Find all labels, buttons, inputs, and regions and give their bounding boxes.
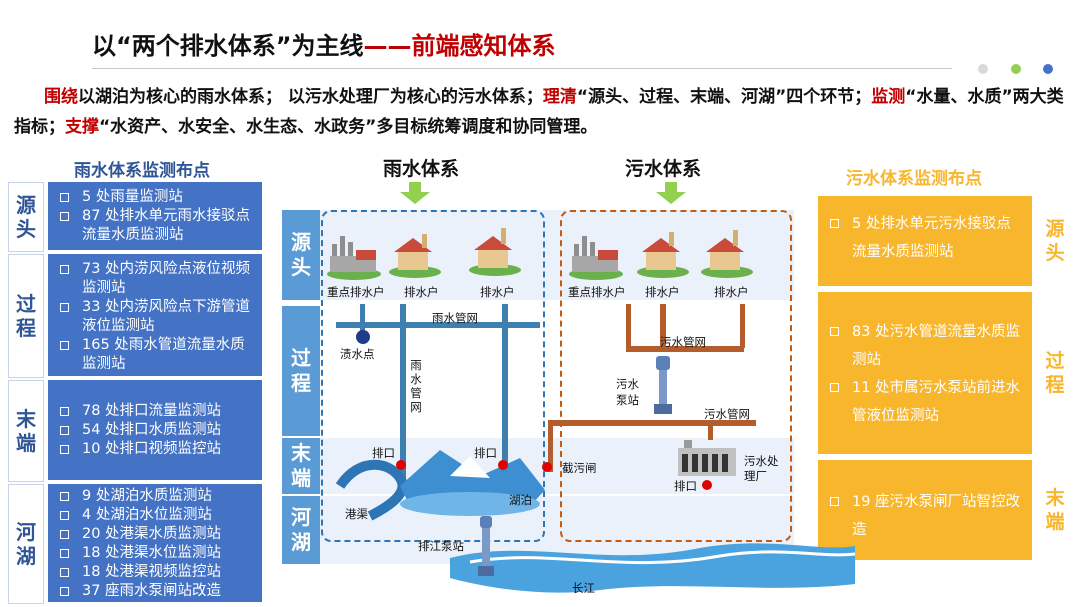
label-sewage-network-2: 污水管网 (704, 407, 750, 421)
sewage-source-box: 5 处排水单元污水接驳点流量水质监测站 (818, 196, 1032, 286)
label-rain-network: 雨水管网 (432, 311, 478, 325)
list-item: 165 处雨水管道流量水质监测站 (58, 336, 256, 374)
decor-dot-gray (978, 64, 988, 74)
label-outlet-plant: 排口 (674, 479, 697, 493)
outlet-point-rain-2 (498, 460, 508, 470)
label-river-pump: 排江泵站 (418, 539, 464, 553)
label-outlet-rain-1: 排口 (372, 446, 395, 460)
list-item: 18 处港渠视频监控站 (58, 563, 256, 582)
river-illustration (450, 543, 856, 593)
list-item: 78 处排口流量监测站 (58, 402, 256, 421)
sewage-monitoring-heading: 污水体系监测布点 (846, 169, 982, 189)
sewage-end-box: 19 座污水泵闸厂站智控改造 (818, 460, 1032, 560)
label-treatment-plant: 污水处理厂 (744, 454, 779, 483)
treatment-plant-icon (678, 440, 736, 476)
label-discharger-rain-1: 排水户 (404, 285, 439, 299)
house-icon (469, 228, 521, 276)
rain-pipe-vertical-2 (502, 304, 508, 494)
list-item: 83 处污水管道流量水质监测站 (828, 318, 1024, 374)
label-discharger-sewage-2: 排水户 (714, 285, 749, 299)
outlet-point-rain-1 (396, 460, 406, 470)
diagram-stage-process: 过程 (282, 306, 320, 436)
right-stage-end: 末端 (1045, 487, 1065, 533)
diagram-stage-river: 河湖 (282, 496, 320, 564)
sewage-pipe-branch-2 (740, 304, 745, 348)
list-item: 10 处排口视频监控站 (58, 440, 256, 459)
house-icon (701, 230, 753, 278)
house-icon (389, 234, 441, 278)
sewage-pipe-main (626, 346, 744, 352)
sewage-pipe-lower (548, 420, 756, 426)
lake-and-canal-illustration (335, 450, 545, 521)
rain-pipe-vertical-1 (400, 304, 406, 494)
sewage-pipe-plant (708, 420, 713, 440)
sewage-pipe-vertical (660, 304, 666, 348)
label-outlet-rain-2: 排口 (474, 446, 497, 460)
label-sewage-network-1: 污水管网 (660, 335, 706, 349)
sewage-process-box: 83 处污水管道流量水质监测站 11 处市属污水泵站前进水管液位监测站 (818, 292, 1032, 454)
title-underline (92, 68, 952, 69)
left-stage-process: 过程 (8, 254, 44, 378)
label-canal: 港渠 (345, 507, 368, 521)
rain-system-frame (321, 210, 545, 542)
sewage-pipe-branch-1 (626, 304, 631, 348)
rain-monitoring-heading: 雨水体系监测布点 (74, 161, 210, 181)
list-item: 4 处湖泊水位监测站 (58, 506, 256, 525)
river-pump-icon (478, 516, 494, 576)
list-item: 19 座污水泵闸厂站智控改造 (828, 488, 1024, 544)
rain-source-box: 5 处雨量监测站 87 处排水单元雨水接驳点流量水质监测站 (48, 182, 262, 250)
list-item: 18 处港渠水位监测站 (58, 544, 256, 563)
intro-paragraph: 围绕以湖泊为核心的雨水体系； 以污水处理厂为核心的污水体系；理清“源头、过程、末… (14, 87, 1064, 137)
right-stage-source: 源头 (1045, 218, 1065, 264)
decor-dot-green (1011, 64, 1021, 74)
sewage-system-title: 污水体系 (625, 158, 702, 180)
outlet-point-plant (702, 480, 712, 490)
left-stage-end: 末端 (8, 380, 44, 482)
decor-dot-blue (1043, 64, 1053, 74)
right-stage-process: 过程 (1045, 350, 1065, 396)
house-icon (637, 232, 689, 278)
rain-pipe-main (336, 322, 540, 328)
list-item: 20 处港渠水质监测站 (58, 525, 256, 544)
label-key-discharger-sewage: 重点排水户 (568, 285, 626, 299)
list-item: 37 座雨水泵闸站改造 (58, 582, 256, 601)
label-discharger-rain-2: 排水户 (480, 285, 515, 299)
rain-end-box: 78 处排口流量监测站 54 处排口水质监测站 10 处排口视频监控站 (48, 380, 262, 480)
list-item: 73 处内涝风险点液位视频监测站 (58, 260, 256, 298)
list-item: 54 处排口水质监测站 (58, 421, 256, 440)
left-stage-source: 源头 (8, 182, 44, 252)
factory-icon (569, 236, 623, 280)
list-item: 33 处内涝风险点下游管道液位监测站 (58, 298, 256, 336)
label-waterlog: 渍水点 (340, 347, 375, 361)
intercept-gate-point (542, 462, 552, 472)
label-river: 长江 (572, 581, 595, 595)
rain-system-title: 雨水体系 (383, 158, 460, 180)
list-item: 9 处湖泊水质监测站 (58, 487, 256, 506)
label-rain-network-vertical: 雨水管网 (410, 358, 422, 414)
label-lake: 湖泊 (509, 493, 532, 507)
sewage-system-frame (560, 210, 792, 542)
rain-pipe-branch (360, 304, 365, 334)
sewage-pipe-intercept (548, 420, 553, 472)
factory-icon (327, 236, 381, 280)
label-key-discharger-rain: 重点排水户 (327, 285, 385, 299)
list-item: 87 处排水单元雨水接驳点流量水质监测站 (58, 207, 256, 245)
rain-river-box: 9 处湖泊水质监测站 4 处湖泊水位监测站 20 处港渠水质监测站 18 处港渠… (48, 484, 262, 602)
diagram-stage-source: 源头 (282, 210, 320, 300)
label-discharger-sewage-1: 排水户 (645, 285, 680, 299)
diagram-stage-end: 末端 (282, 438, 320, 494)
list-item: 5 处排水单元污水接驳点流量水质监测站 (828, 210, 1024, 266)
sewage-pump-icon (654, 356, 672, 414)
sewage-down-arrow (656, 182, 686, 204)
rain-process-box: 73 处内涝风险点液位视频监测站 33 处内涝风险点下游管道液位监测站 165 … (48, 254, 262, 376)
page-title: 以“两个排水体系”为主线——前端感知体系 (92, 32, 556, 60)
list-item: 5 处雨量监测站 (58, 188, 256, 207)
left-stage-river: 河湖 (8, 484, 44, 604)
waterlog-point-icon (356, 330, 370, 344)
label-sewage-pump: 污水泵站 (616, 377, 639, 407)
rain-down-arrow (400, 182, 430, 204)
list-item: 11 处市属污水泵站前进水管液位监测站 (828, 374, 1024, 430)
label-intercept-gate: 截污闸 (562, 461, 597, 475)
